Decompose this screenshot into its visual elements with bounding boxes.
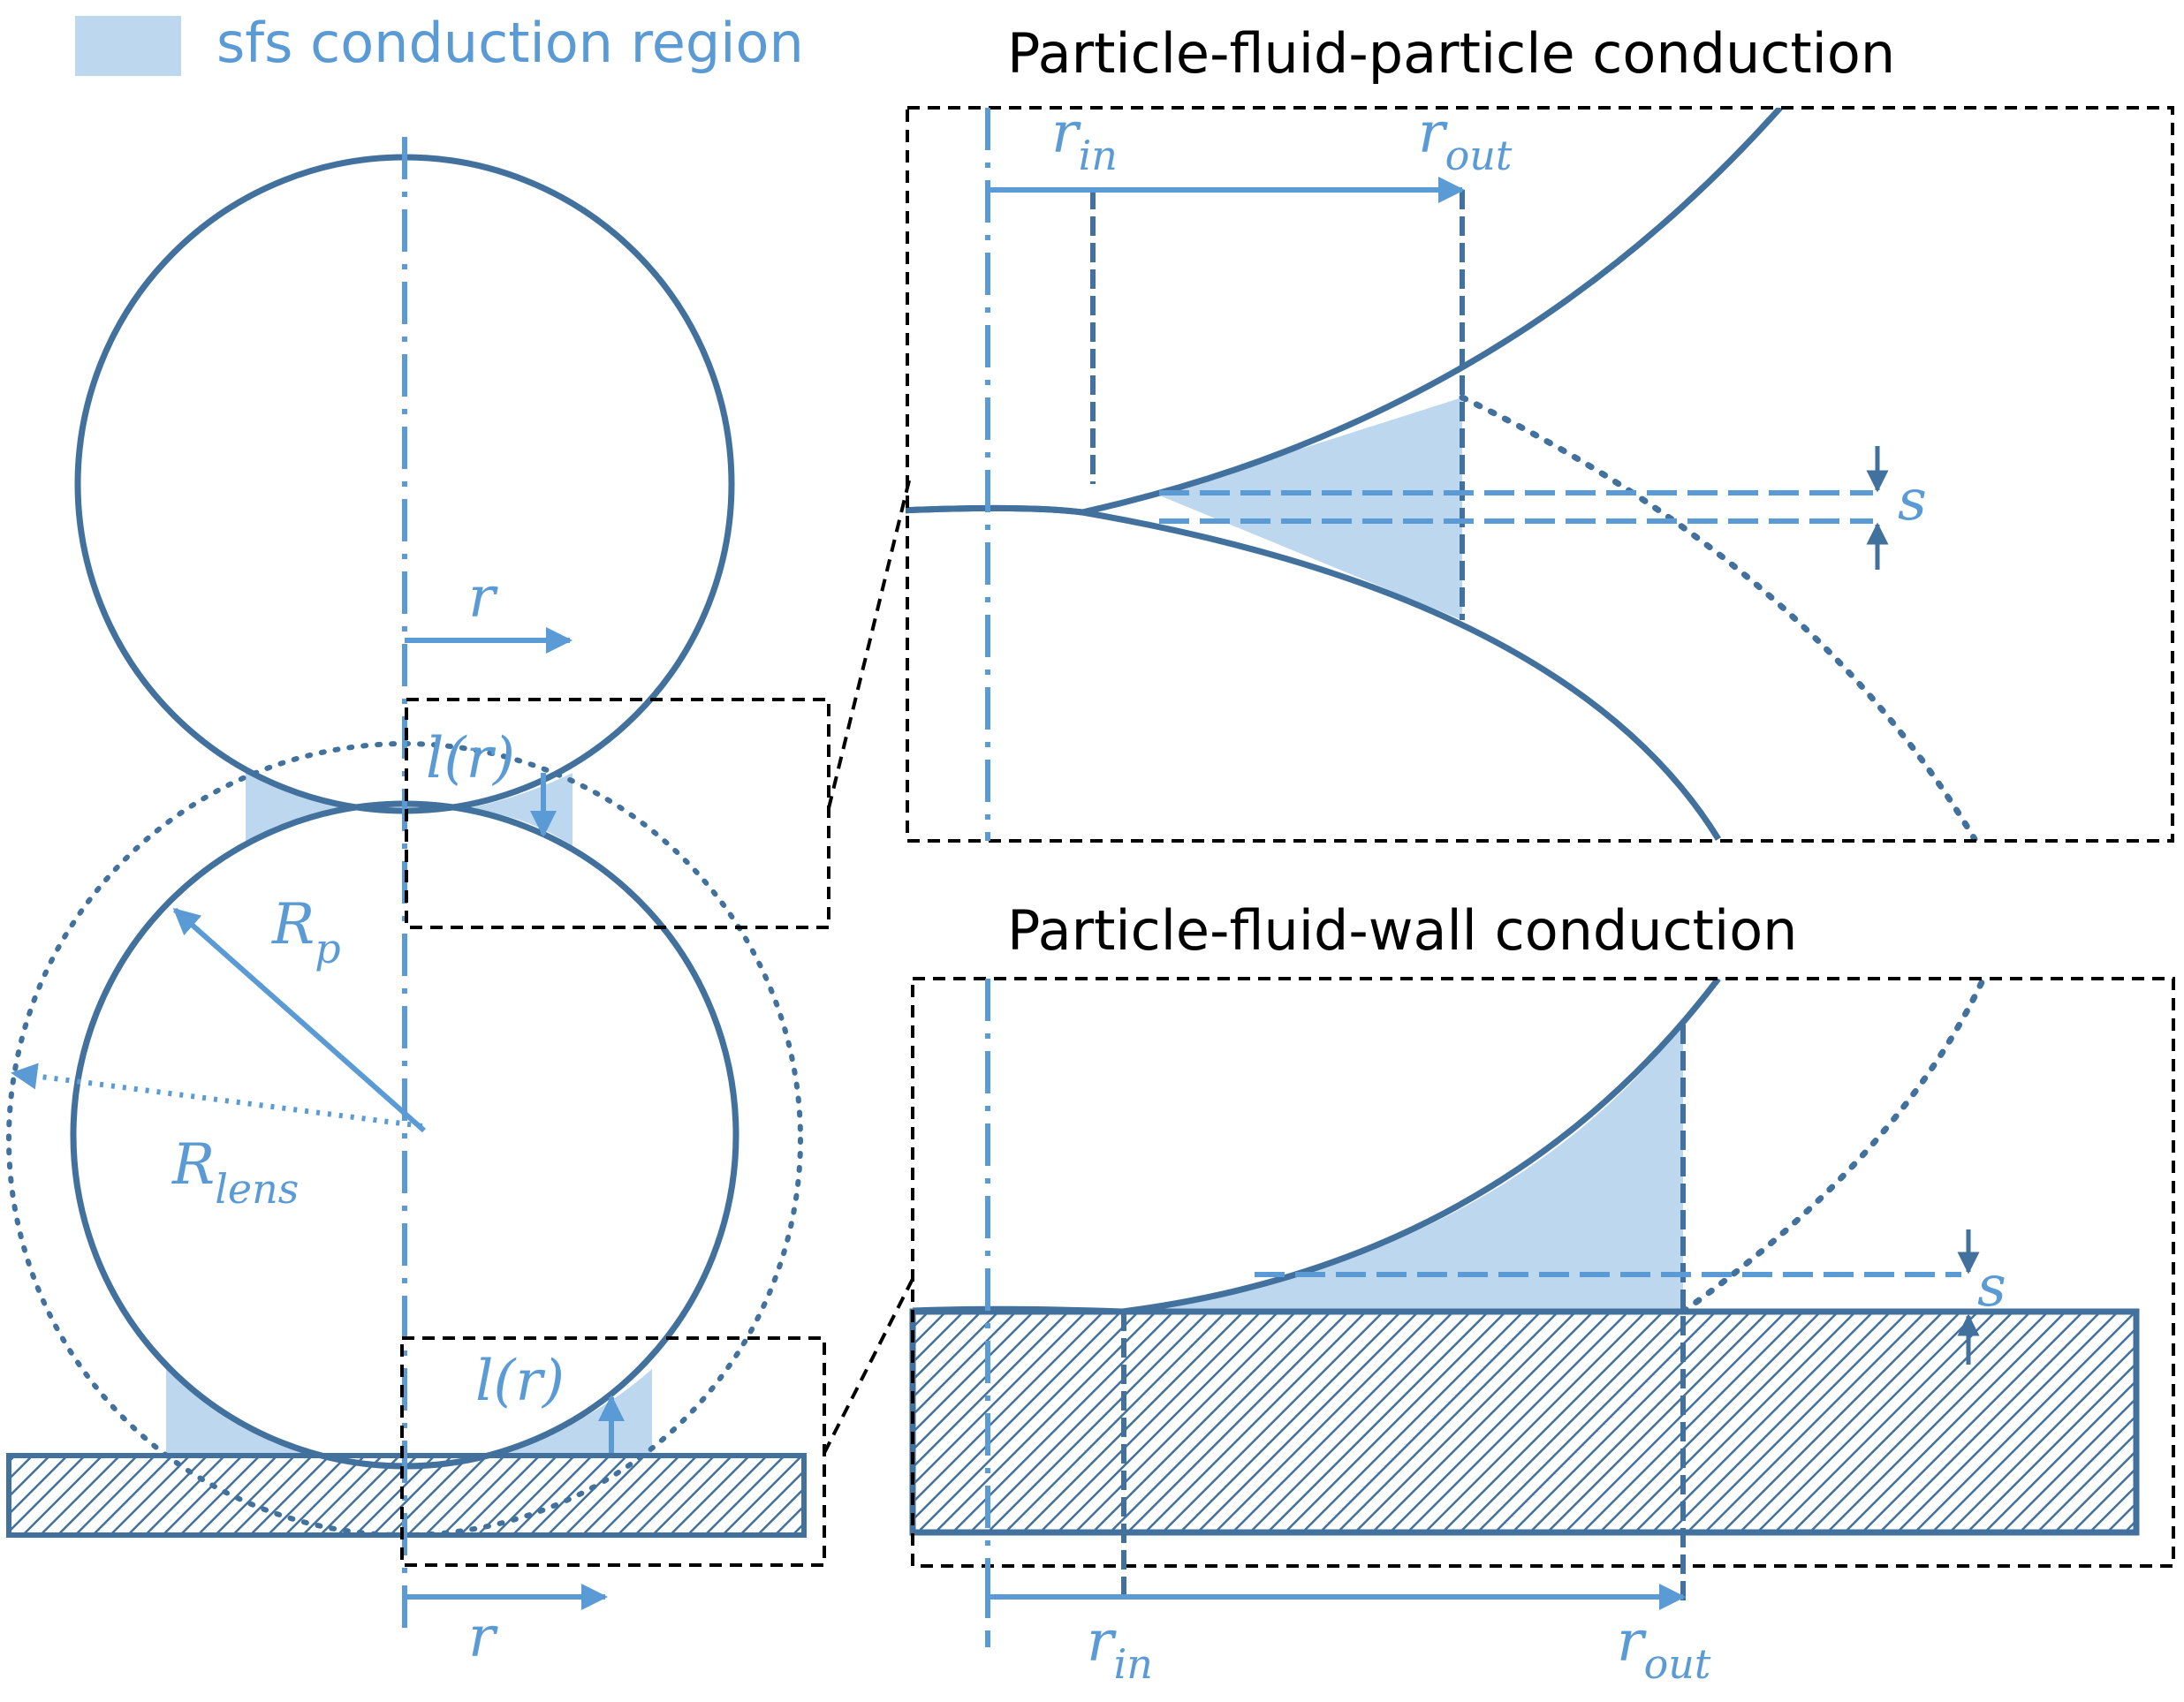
- wall-right: [909, 1308, 2140, 1536]
- label-s-top: s: [1898, 468, 1927, 533]
- legend-swatch: [75, 16, 181, 76]
- lens-arc-top: [1459, 394, 1978, 841]
- particle-surface-bottom: [912, 979, 1721, 1315]
- label-lr-lower: l(r): [475, 1349, 565, 1414]
- bottom-panel-title: Particle-fluid-wall conduction: [1007, 898, 1797, 963]
- label-r-lower: r: [468, 1605, 498, 1670]
- legend-label: sfs conduction region: [216, 11, 804, 75]
- lower-surface-top: [906, 504, 1721, 841]
- lens-arc-bottom: [1680, 979, 1987, 1315]
- label-s-bottom: s: [1977, 1254, 2006, 1320]
- label-lr-upper: l(r): [426, 726, 515, 791]
- label-r-upper: r: [468, 565, 498, 631]
- sfs-region-pw-left: [166, 1369, 325, 1456]
- top-panel-frame: [906, 106, 2174, 843]
- label-rout-top: rout: [1418, 101, 1513, 179]
- label-rp: Rp: [271, 892, 341, 972]
- radius-rp-arrow: [172, 907, 426, 1133]
- connector-upper: [827, 476, 912, 809]
- top-panel-title: Particle-fluid-particle conduction: [1007, 21, 1895, 86]
- label-rin-bottom: rin: [1087, 1609, 1153, 1688]
- zoom-box-upper: [405, 698, 830, 929]
- label-rout-bottom: rout: [1617, 1609, 1711, 1688]
- sfs-region-bottom-panel: [1122, 1025, 1683, 1312]
- bottom-panel-frame: [911, 977, 2175, 1568]
- label-rin-top: rin: [1051, 101, 1118, 179]
- sfs-region-top-panel: [1157, 397, 1462, 620]
- label-rlens: Rlens: [171, 1132, 299, 1213]
- connector-lower: [823, 1278, 914, 1454]
